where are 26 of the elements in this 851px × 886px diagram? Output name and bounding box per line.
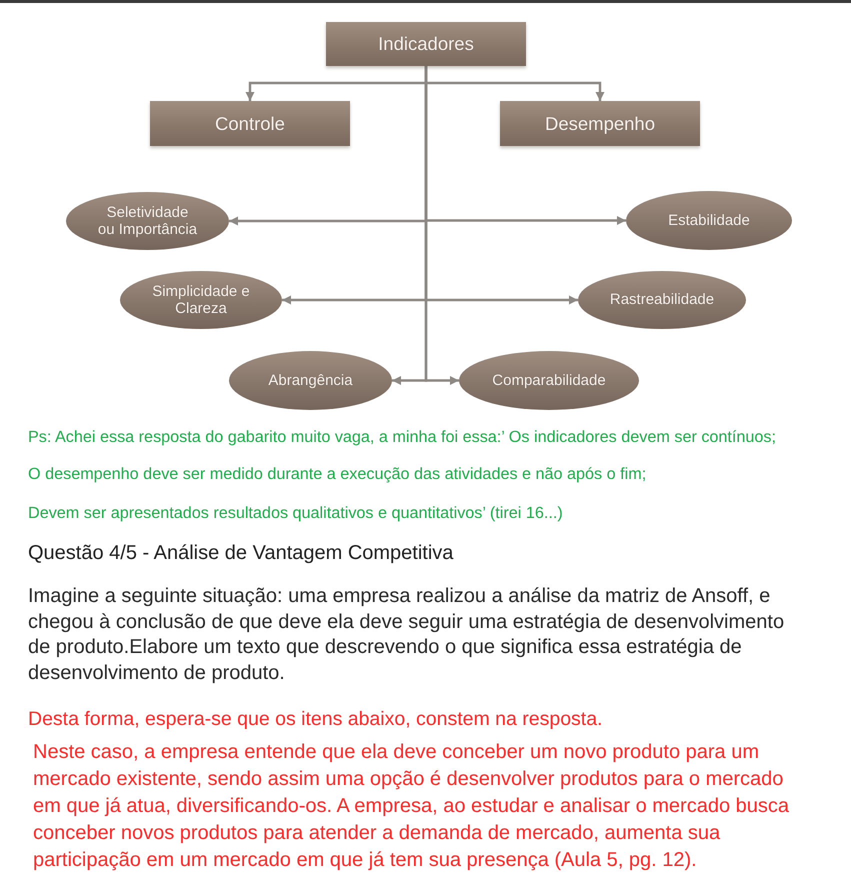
attribute-ellipse bbox=[578, 271, 746, 329]
attribute-ellipse bbox=[120, 271, 282, 329]
note-text: O desempenho deve ser medido durante a execução das atividades e não após o fim; bbox=[28, 464, 648, 484]
note-text: Ps: Achei essa resposta do gabarito muito vaga, a minha foi essa:’ Os indicadores devem ser contínuos; bbox=[28, 427, 778, 447]
node-label: Comparabilidade bbox=[492, 372, 606, 390]
connector-arrow bbox=[424, 66, 459, 385]
answer-text: Neste caso, a empresa entende que ela deve conceber um novo produto para um mercado existente, sendo assim uma opção é desenvolver produtos para o mercado em que já atua, diversificando-os. A empresa, ao estudar e analisar o mercado busca conceber novos produtos para atender a demanda de mercado, aumenta sua participação em um mercado em que já tem sua presença (Aula 5, pg. 12). bbox=[33, 740, 790, 873]
attribute-ellipse bbox=[626, 191, 792, 250]
node-label: Desempenho bbox=[544, 112, 656, 134]
answer-intro: Desta forma, espera-se que os itens abaixo, constem na resposta. bbox=[28, 707, 604, 731]
node-label: Abrangência bbox=[268, 372, 353, 390]
note-text: Devem ser apresentados resultados qualitativos e quantitativos’ (tirei 16...) bbox=[28, 503, 564, 523]
node-label: Estabilidade bbox=[668, 212, 750, 230]
node-label: Controle bbox=[215, 112, 285, 134]
question-text: Imagine a seguinte situação: uma empresa realizou a análise da matriz de Ansoff, e chegou à conclusão de que deve ela deve seguir uma estratégia de desenvolvimento de produto.Elabore um texto que descrevendo o que significa essa estratégia de desenvolvimento de produto. bbox=[28, 584, 786, 686]
node-label: Indicadores bbox=[378, 33, 474, 55]
category-box bbox=[500, 101, 700, 146]
category-box bbox=[326, 22, 526, 66]
node-label: Simplicidade e Clareza bbox=[151, 282, 251, 318]
attribute-ellipse bbox=[66, 192, 229, 250]
node-label: Seletividade ou Importância bbox=[97, 204, 198, 238]
attribute-ellipse bbox=[229, 351, 392, 410]
attribute-ellipse bbox=[459, 351, 639, 410]
node-label: Rastreabilidade bbox=[610, 291, 714, 309]
category-box bbox=[150, 101, 350, 146]
question-title: Questão 4/5 - Análise de Vantagem Competitiva bbox=[28, 541, 454, 565]
